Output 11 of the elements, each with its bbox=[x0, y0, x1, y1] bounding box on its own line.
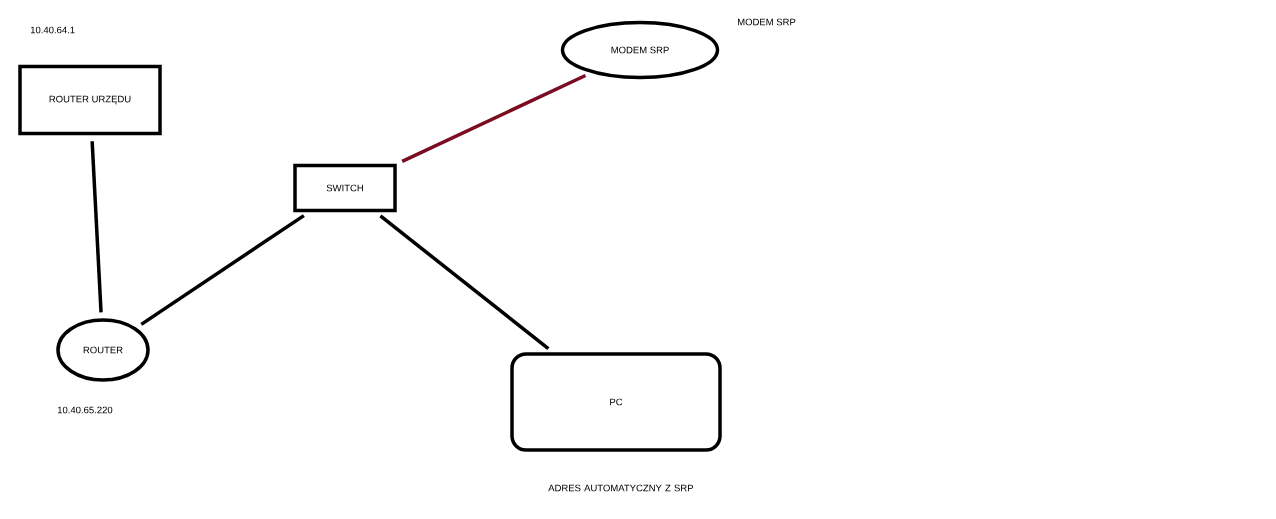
connection-line bbox=[90, 141, 103, 313]
connection-line bbox=[401, 73, 587, 163]
switch-box: SWITCH bbox=[293, 163, 397, 213]
connection-line bbox=[140, 214, 305, 326]
pc-box: PC bbox=[510, 352, 722, 452]
address-note: ADRES AUTOMATYCZNY Z SRP bbox=[548, 484, 694, 492]
ip-address-label: 10.40.65.220 bbox=[57, 406, 113, 414]
connection-line bbox=[379, 214, 550, 350]
ip-address-label: 10.40.64.1 bbox=[30, 26, 75, 34]
router-box: ROUTER URZĘDU bbox=[18, 64, 162, 136]
device-label: MODEM SRP bbox=[738, 18, 796, 26]
